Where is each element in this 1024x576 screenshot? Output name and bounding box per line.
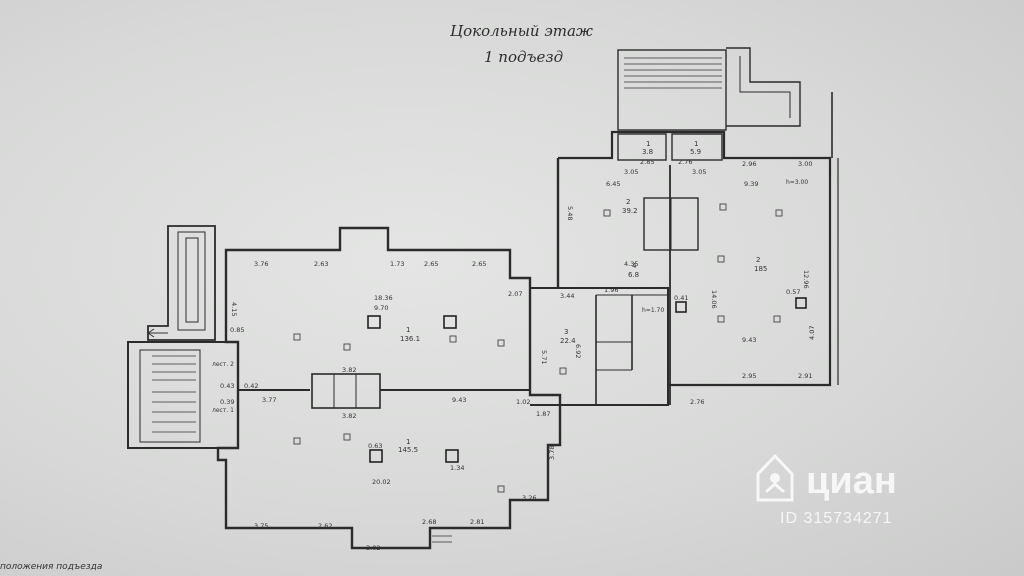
- main-left-outline: [216, 226, 562, 550]
- room-number: 3: [564, 328, 568, 336]
- dim-label: 3.05: [692, 168, 706, 176]
- dim-label: 0.57: [786, 288, 800, 296]
- dim-label: 2.85: [640, 158, 654, 166]
- dim-label: 2.63: [314, 260, 328, 268]
- dim-label: 1.87: [536, 410, 550, 418]
- plan-title: Цокольный этаж: [450, 22, 593, 40]
- dim-label: 2.07: [508, 290, 522, 298]
- column-5: [675, 301, 687, 313]
- column-2: [443, 315, 457, 329]
- footer-caption: положения подъезда: [0, 562, 103, 572]
- dim-label: 3.78: [548, 446, 556, 460]
- height-label: h=3.00: [786, 179, 808, 186]
- dim-label: 3.26: [522, 494, 536, 502]
- dim-label: 0.42: [244, 382, 258, 390]
- dim-label: 0.43: [220, 382, 234, 390]
- dim-label: 3.82: [342, 412, 356, 420]
- dim-label: 9.43: [742, 336, 756, 344]
- room-area: 185: [754, 265, 767, 273]
- dim-label: 9.70: [374, 304, 388, 312]
- room-number: 4: [632, 262, 637, 270]
- dim-label: 1.02: [516, 398, 530, 406]
- dim-label: 9.39: [744, 180, 758, 188]
- dim-label: 0.85: [230, 326, 244, 334]
- dim-label: 14.06: [710, 290, 718, 309]
- dim-label: 2.65: [424, 260, 438, 268]
- watermark-id: ID 315734271: [780, 510, 893, 527]
- dim-label: 2.95: [742, 372, 756, 380]
- dim-label: 3.75: [254, 522, 268, 530]
- dim-label: 5.48: [566, 206, 574, 220]
- room-area: 145.5: [398, 446, 418, 454]
- dim-label: 2.62: [318, 522, 332, 530]
- dim-label: 2.76: [690, 398, 704, 406]
- room-number: 1: [694, 140, 698, 148]
- central-core: [311, 373, 381, 409]
- dim-label: 1.96: [604, 286, 618, 294]
- room-area: 5.9: [690, 148, 701, 156]
- dim-label: 20.02: [372, 478, 391, 486]
- room-area: 22.4: [560, 337, 576, 345]
- dim-label: 3.82: [342, 366, 356, 374]
- column-1: [367, 315, 381, 329]
- dim-label: 5.71: [540, 350, 548, 364]
- dim-label: 0.41: [674, 294, 688, 302]
- column-6: [795, 297, 807, 309]
- dim-label: 6.45: [606, 180, 620, 188]
- dim-label: 4.07: [808, 326, 816, 340]
- dim-label: 1.73: [390, 260, 404, 268]
- room-area: 6.8: [628, 271, 639, 279]
- middle-block-outline: [530, 287, 669, 406]
- room-number: 1: [646, 140, 650, 148]
- dim-label: 1.34: [450, 464, 464, 472]
- dim-label: 3.77: [262, 396, 276, 404]
- column-3: [369, 449, 383, 463]
- dim-label: 2.91: [798, 372, 812, 380]
- dim-label: 18.36: [374, 294, 393, 302]
- dim-label: 3.00: [798, 160, 812, 168]
- dim-label: 2.68: [422, 518, 436, 526]
- top-ramp: [617, 49, 727, 131]
- stair-label: лест. 2: [212, 361, 234, 368]
- left-stair-shaft: [147, 225, 216, 341]
- dim-label: 4.15: [230, 302, 238, 316]
- room-number: 1: [406, 326, 410, 334]
- dim-label: 6.92: [574, 344, 582, 358]
- dim-label: 3.05: [624, 168, 638, 176]
- dim-label: 12.96: [802, 270, 810, 289]
- dim-label: 2.96: [742, 160, 756, 168]
- dim-label: 3.02: [366, 544, 380, 552]
- dim-label: 9.43: [452, 396, 466, 404]
- dim-label: 3.44: [560, 292, 574, 300]
- stair-label: лест. 1: [212, 407, 234, 414]
- room-number: 2: [626, 198, 630, 206]
- height-label: h=1.70: [642, 307, 664, 314]
- plan-subtitle: 1 подъезд: [484, 48, 564, 66]
- dim-label: 3.76: [254, 260, 268, 268]
- room-area: 3.8: [642, 148, 653, 156]
- cian-house-icon: [752, 452, 798, 504]
- watermark-brand: циан: [806, 460, 897, 502]
- upper-middle-outline: [558, 130, 832, 387]
- dim-label: 2.76: [678, 158, 692, 166]
- upper-stair-b: [671, 133, 723, 161]
- upper-stair-a: [617, 133, 667, 161]
- room-area: 136.1: [400, 335, 420, 343]
- room-number: 1: [406, 438, 410, 446]
- dim-label: 4.35: [624, 260, 638, 268]
- dim-label: 0.39: [220, 398, 234, 406]
- column-4: [445, 449, 459, 463]
- dim-label: 2.81: [470, 518, 484, 526]
- room-area: 39.2: [622, 207, 638, 215]
- dim-label: 0.63: [368, 442, 382, 450]
- entrance-arrow-icon: [147, 328, 168, 338]
- room-number: 2: [756, 256, 760, 264]
- dim-label: 2.65: [472, 260, 486, 268]
